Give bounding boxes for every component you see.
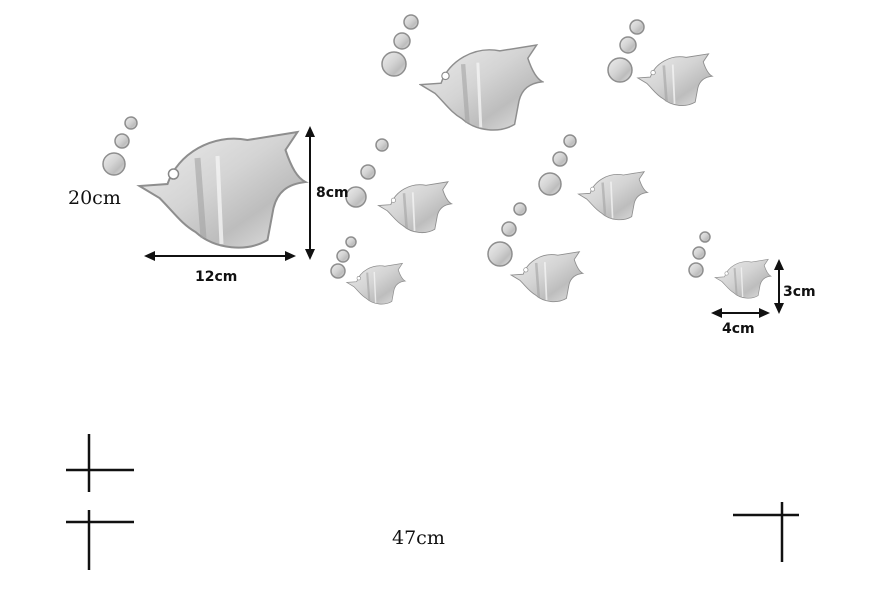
lower-left-fish-bubbles [330,236,357,279]
dimension-arrows [144,126,784,318]
top-right-fish-bubbles [607,19,645,83]
small-fish-width-label: 4cm [722,321,755,337]
small-fish-height-label: 3cm [783,284,816,300]
lower-middle-fish-bubbles [487,202,527,267]
top-fish-bubbles [381,14,419,77]
small-fish-bubbles [688,231,711,278]
top-right-fish-mirror [636,52,714,107]
top-fish-mirror [420,45,542,130]
middle-fish-mirror [377,180,453,234]
center-right-fish-mirror [577,170,649,222]
lower-middle-fish-mirror [509,250,585,303]
middle-fish-bubbles [345,138,389,208]
total-width-label: 47cm [392,527,445,549]
total-height-label: 20cm [68,187,121,209]
large-fish-mirror [140,132,306,248]
large-fish-bubbles [102,116,138,176]
large-fish-height-label: 8cm [316,185,349,201]
corner-crosses [66,434,799,570]
small-fish-mirror [714,258,772,300]
large-fish-width-label: 12cm [195,269,238,285]
lower-left-fish-mirror [345,262,407,306]
center-right-fish-bubbles [538,134,577,196]
